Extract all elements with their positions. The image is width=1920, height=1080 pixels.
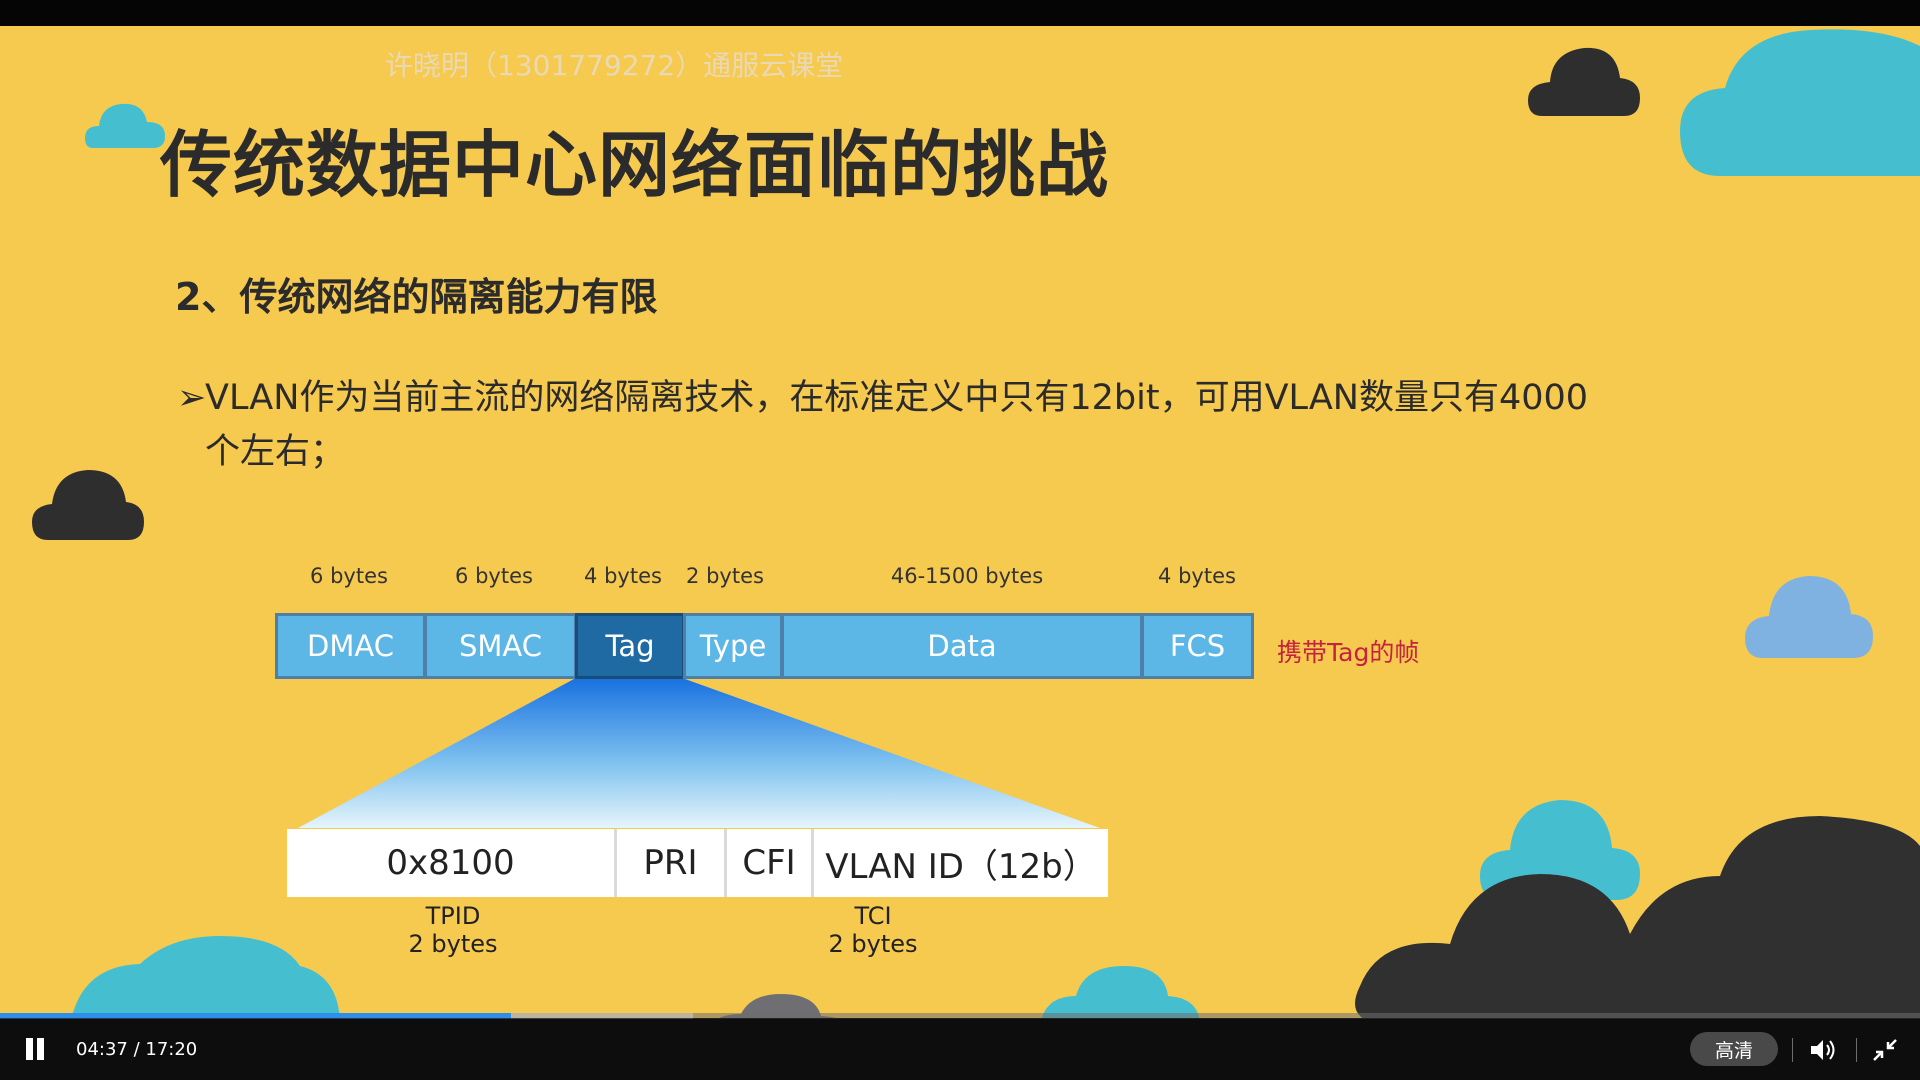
tag-field-vlan-id: VLAN ID（12b） bbox=[814, 829, 1108, 897]
progress-played bbox=[0, 1013, 511, 1019]
time-display: 04:37 / 17:20 bbox=[76, 1039, 198, 1060]
slide-title: 传统数据中心网络面临的挑战 bbox=[160, 123, 1110, 207]
teal-cloud-bottom-left bbox=[71, 936, 340, 1018]
type-bytes: 2 bytes bbox=[686, 564, 764, 588]
blue-cloud-right bbox=[1745, 576, 1873, 658]
control-divider bbox=[1856, 1038, 1857, 1062]
dark-cloud-bottom-right bbox=[1355, 816, 1920, 1018]
frame-field-fcs: FCS bbox=[1141, 613, 1254, 679]
top-bar bbox=[0, 0, 1920, 26]
tpid-bytes: 2 bytes bbox=[408, 930, 498, 958]
frame-field-type: Type bbox=[683, 613, 783, 679]
grey-cloud-bottom-center bbox=[719, 994, 837, 1018]
quality-button[interactable]: 高清 bbox=[1690, 1032, 1778, 1066]
bullet-arrow-icon: ➢ bbox=[177, 378, 207, 418]
slide-subtitle: 2、传统网络的隔离能力有限 bbox=[175, 275, 658, 319]
watermark: 许晓明（1301779272）通服云课堂 bbox=[385, 49, 844, 82]
tci-caption: TCI 2 bytes bbox=[828, 902, 917, 958]
dmac-bytes: 6 bytes bbox=[310, 564, 388, 588]
dark-cloud-top bbox=[1528, 47, 1640, 116]
frame-field-smac: SMAC bbox=[424, 613, 577, 679]
frame-field-tag: Tag bbox=[575, 613, 685, 679]
progress-bar[interactable] bbox=[0, 1013, 1920, 1019]
bullet-text-line-2: 个左右； bbox=[205, 432, 346, 472]
frame-field-dmac: DMAC bbox=[275, 613, 426, 679]
teal-cloud-top-left bbox=[85, 103, 165, 148]
tpid-label: TPID bbox=[425, 902, 481, 930]
control-divider bbox=[1792, 1038, 1793, 1062]
tag-bytes: 4 bytes bbox=[584, 564, 662, 588]
teal-cloud-top-right bbox=[1680, 29, 1920, 176]
teal-cloud-bottom-center bbox=[1041, 966, 1200, 1018]
fcs-bytes: 4 bytes bbox=[1158, 564, 1236, 588]
data-bytes: 46-1500 bytes bbox=[890, 564, 1044, 588]
pause-button[interactable] bbox=[24, 1038, 46, 1060]
exit-fullscreen-icon[interactable] bbox=[1870, 1036, 1900, 1064]
tagged-frame-label: 携带Tag的帧 bbox=[1277, 638, 1420, 667]
tci-label: TCI bbox=[854, 902, 892, 930]
player-controls bbox=[0, 1018, 1920, 1080]
teal-cloud-right bbox=[1480, 800, 1640, 900]
tag-field-pri: PRI bbox=[617, 829, 727, 897]
bullet-text-line-1: VLAN作为当前主流的网络隔离技术，在标准定义中只有12bit，可用VLAN数量… bbox=[205, 378, 1589, 418]
pause-icon bbox=[26, 1038, 33, 1060]
dark-cloud-left bbox=[32, 470, 144, 540]
volume-icon[interactable] bbox=[1808, 1036, 1838, 1064]
tag-field-cfi: CFI bbox=[727, 829, 814, 897]
frame-field-data: Data bbox=[781, 613, 1143, 679]
tci-bytes: 2 bytes bbox=[828, 930, 918, 958]
tag-field-tpid-value: 0x8100 bbox=[287, 829, 617, 897]
slide: 许晓明（1301779272）通服云课堂 传统数据中心网络面临的挑战 2、传统网… bbox=[0, 26, 1920, 1018]
tpid-caption: TPID 2 bytes bbox=[408, 902, 497, 958]
smac-bytes: 6 bytes bbox=[455, 564, 533, 588]
bullet-point: ➢ VLAN作为当前主流的网络隔离技术，在标准定义中只有12bit，可用VLAN… bbox=[177, 371, 1637, 479]
